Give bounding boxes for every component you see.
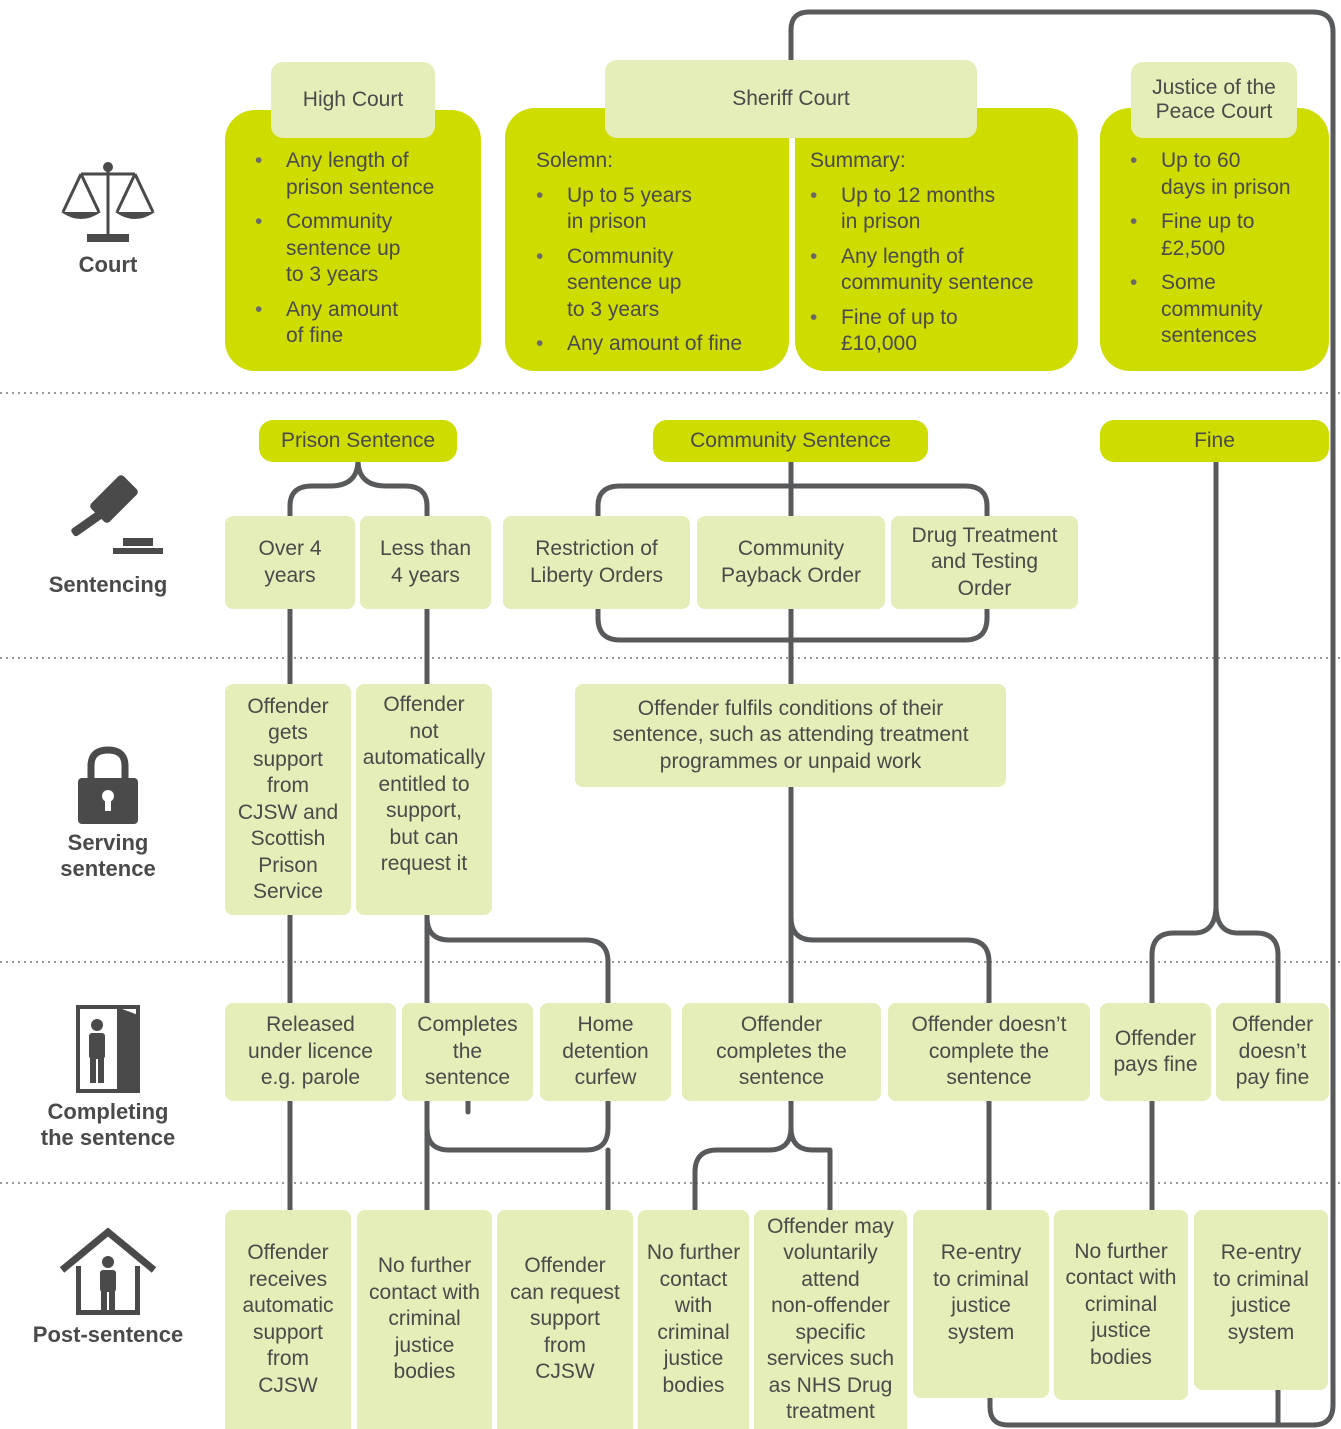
stage-court: Court: [0, 160, 216, 278]
house-person-icon: [59, 1227, 157, 1315]
stage-completing: Completing the sentence: [0, 1003, 216, 1151]
scales-icon: [61, 162, 155, 242]
stage-sentencing: Sentencing: [0, 470, 216, 598]
padlock-icon: [78, 746, 138, 824]
jp-court-title: Justice of the Peace Court: [1131, 62, 1297, 138]
stage-label: Sentencing: [48, 572, 168, 597]
fine-pill: Fine: [1100, 420, 1329, 462]
stage-label: Completing: [47, 1099, 169, 1124]
prison-brace: [287, 457, 361, 521]
stage-label: Serving: [67, 830, 149, 855]
community-brace: [595, 483, 794, 521]
community-merge: [595, 605, 794, 643]
list-item: Fine up to£2,500: [1130, 209, 1321, 262]
solemn-heading: Solemn:: [536, 149, 614, 172]
stage-label: sentence: [60, 856, 156, 881]
completes-split: [692, 1097, 794, 1215]
stage-post: Post-sentence: [0, 1226, 216, 1348]
stage-label: the sentence: [40, 1125, 176, 1150]
stage-label: Post-sentence: [32, 1322, 184, 1347]
door-exit-icon: [76, 1005, 140, 1093]
prison-sentence-pill: Prison Sentence: [259, 420, 457, 462]
sheriff-court-title: Sheriff Court: [605, 60, 977, 138]
stage-serving: Serving sentence: [0, 744, 216, 882]
community-sentence-pill: Community Sentence: [653, 420, 928, 462]
reentry-loop-connector: [788, 9, 1336, 1428]
fine-split: [1149, 902, 1219, 1006]
completes-split: [788, 1125, 833, 1215]
community-merge: [788, 605, 990, 643]
gavel-icon: [71, 475, 163, 554]
high-court-title: High Court: [271, 62, 435, 138]
stage-label: Court: [78, 252, 138, 277]
community-split: [788, 914, 992, 1006]
under4-merge: [424, 1097, 611, 1153]
under4-split: [424, 914, 611, 1006]
summary-heading: Summary:: [810, 149, 906, 172]
list-item: Fine of up to£10,000: [810, 305, 1070, 358]
prison-brace: [355, 457, 430, 521]
community-brace: [788, 483, 990, 521]
fine-split: [1213, 902, 1281, 1006]
list-item: Any amount of fine: [536, 331, 779, 358]
